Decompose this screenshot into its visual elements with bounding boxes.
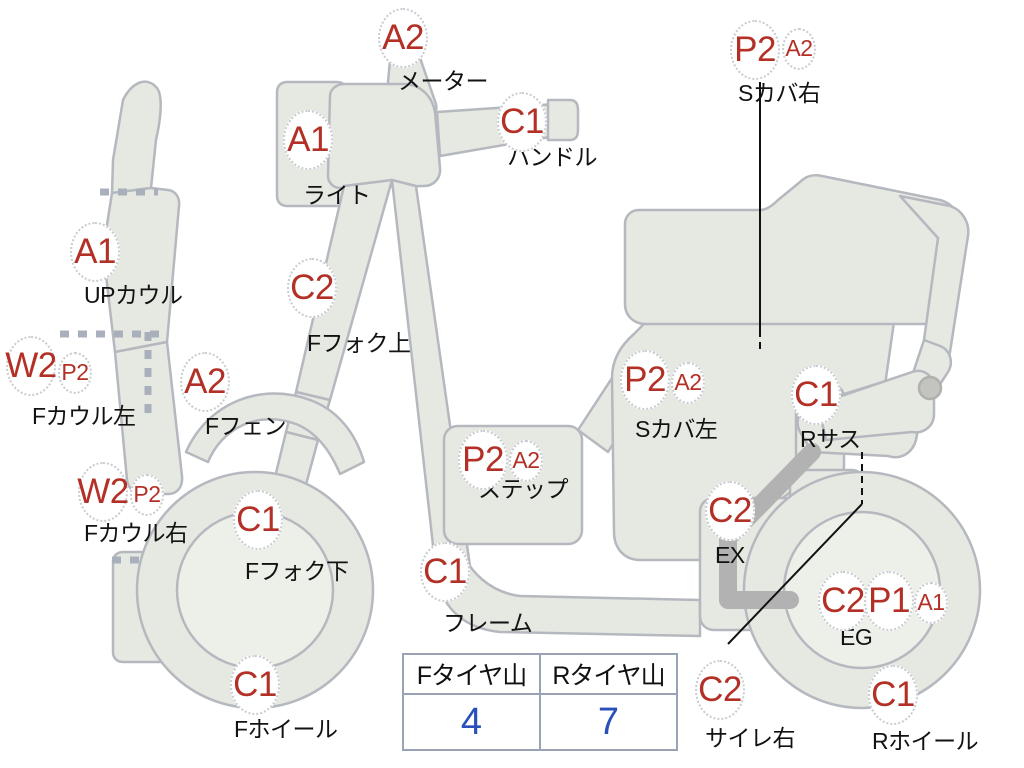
table-value-front-tire: 4 — [402, 693, 541, 751]
table-value-rear-tire: 7 — [539, 693, 678, 751]
shape-exhaust-pipe — [719, 443, 821, 609]
table-header-rear-tire: Rタイヤ山 — [539, 653, 678, 695]
grade-badge-handle-text: C1 — [500, 101, 544, 141]
subgrade-badge-s-cover-right[interactable]: A2 — [782, 28, 816, 70]
grade-badge-engine[interactable]: C2 — [818, 571, 868, 631]
grade-badge-silencer-right[interactable]: C2 — [695, 660, 745, 720]
grade-badge-light-text: A1 — [287, 119, 329, 159]
grade-badge-rear-wheel[interactable]: C1 — [868, 665, 918, 725]
grade-badge-s-cover-left[interactable]: P2 — [620, 350, 670, 410]
grade-badge-rear-suspension[interactable]: C1 — [791, 365, 841, 425]
grade-badge-frame-text: C1 — [423, 551, 467, 591]
part-label-f-fender: Fフェン — [205, 413, 287, 439]
leader-lines — [727, 82, 863, 645]
part-label-rear-wheel: Rホイール — [872, 728, 979, 754]
subgrade-badge-engine-paint-text: P1 — [868, 580, 910, 620]
subgrade-badge-f-cowl-right-text: P2 — [133, 480, 161, 507]
part-label-rear-suspension: Rサス — [800, 426, 861, 452]
grade-badge-s-cover-right-text: P2 — [734, 29, 776, 69]
grade-badge-front-wheel[interactable]: C1 — [230, 655, 280, 715]
grade-badge-s-cover-left-text: P2 — [624, 359, 666, 399]
grade-badge-f-fender[interactable]: A2 — [180, 352, 230, 412]
grade-badge-rear-wheel-text: C1 — [871, 674, 915, 714]
grade-badge-f-cowl-left[interactable]: W2 — [5, 336, 57, 396]
subgrade-badge-s-cover-left-text: A2 — [674, 368, 702, 395]
grade-badge-f-fork-upper[interactable]: C2 — [287, 258, 337, 318]
part-label-light: ライト — [303, 182, 371, 208]
grade-badge-f-cowl-left-text: W2 — [5, 345, 57, 385]
grade-badge-handle[interactable]: C1 — [497, 92, 547, 152]
grade-badge-meter[interactable]: A2 — [378, 8, 428, 68]
grade-badge-f-fork-upper-text: C2 — [290, 267, 334, 307]
grade-badge-s-cover-right[interactable]: P2 — [730, 20, 780, 80]
leader-silencer — [727, 503, 863, 645]
grade-badge-up-cowl-text: A1 — [74, 231, 116, 271]
tire-tread-table: Fタイヤ山 Rタイヤ山 4 7 — [402, 653, 678, 751]
grade-badge-meter-text: A2 — [382, 17, 424, 57]
part-label-s-cover-left: Sカバ左 — [635, 416, 718, 442]
part-label-meter: メーター — [398, 68, 489, 94]
part-label-f-fork-upper: Fフォク上 — [307, 330, 411, 356]
shape-f-cowl — [113, 340, 184, 496]
grade-badge-silencer-right-text: C2 — [698, 669, 742, 709]
table-row: 4 7 — [402, 693, 678, 751]
part-label-exhaust: EX — [715, 542, 745, 568]
part-label-s-cover-right: Sカバ右 — [738, 80, 821, 106]
grade-badge-light[interactable]: A1 — [283, 110, 333, 170]
grade-badge-rear-suspension-text: C1 — [794, 374, 838, 414]
part-label-engine: EG — [840, 624, 873, 650]
subgrade-badge-s-cover-right-text: A2 — [785, 34, 813, 61]
subgrade-badge-step-text: A2 — [512, 446, 540, 473]
part-label-up-cowl: UPカウル — [84, 282, 183, 308]
part-label-f-fork-lower: Fフォク下 — [245, 558, 349, 584]
grade-badge-engine-text: C2 — [821, 580, 865, 620]
grade-badge-exhaust-text: C2 — [708, 490, 752, 530]
grade-badge-front-wheel-text: C1 — [233, 664, 277, 704]
subgrade-badge-step[interactable]: A2 — [509, 440, 543, 482]
part-label-frame: フレーム — [443, 610, 533, 636]
shape-up-cowl-upper — [110, 80, 162, 195]
subgrade-badge-f-cowl-left[interactable]: P2 — [58, 352, 92, 394]
shape-swingarm2 — [816, 369, 936, 442]
part-label-handle: ハンドル — [507, 144, 598, 170]
subgrade-badge-s-cover-left[interactable]: A2 — [671, 362, 705, 404]
table-header-front-tire: Fタイヤ山 — [402, 653, 541, 695]
shape-axle-nut — [917, 375, 943, 401]
grade-badge-exhaust[interactable]: C2 — [705, 481, 755, 541]
grade-badge-f-fork-lower-text: C1 — [236, 499, 280, 539]
subgrade-badge-f-cowl-right[interactable]: P2 — [130, 474, 164, 516]
subgrade-badge-engine-appearance[interactable]: A1 — [914, 582, 948, 624]
subgrade-badge-f-cowl-left-text: P2 — [61, 358, 89, 385]
part-label-front-wheel: Fホイール — [234, 716, 338, 742]
shape-handle-grip — [546, 98, 580, 142]
shape-front-mass — [326, 82, 442, 190]
grade-badge-step-text: P2 — [462, 439, 504, 479]
shape-front-fender — [184, 392, 366, 476]
grade-badge-step[interactable]: P2 — [458, 430, 508, 490]
grade-badge-f-cowl-right[interactable]: W2 — [77, 462, 129, 522]
part-label-f-cowl-right: Fカウル右 — [84, 520, 188, 546]
subgrade-badge-engine-appearance-text: A1 — [917, 588, 945, 615]
part-label-step: ステップ — [478, 476, 569, 502]
grade-badge-frame[interactable]: C1 — [420, 542, 470, 602]
grade-badge-up-cowl[interactable]: A1 — [70, 222, 120, 282]
part-label-f-cowl-left: Fカウル左 — [32, 403, 136, 429]
subgrade-badge-engine-paint[interactable]: P1 — [864, 571, 914, 631]
grade-badge-f-fork-lower[interactable]: C1 — [233, 490, 283, 550]
part-label-silencer-right: サイレ右 — [705, 725, 796, 751]
grade-badge-f-fender-text: A2 — [184, 361, 226, 401]
table-header-row: Fタイヤ山 Rタイヤ山 — [402, 653, 678, 695]
grade-badge-f-cowl-right-text: W2 — [77, 471, 129, 511]
